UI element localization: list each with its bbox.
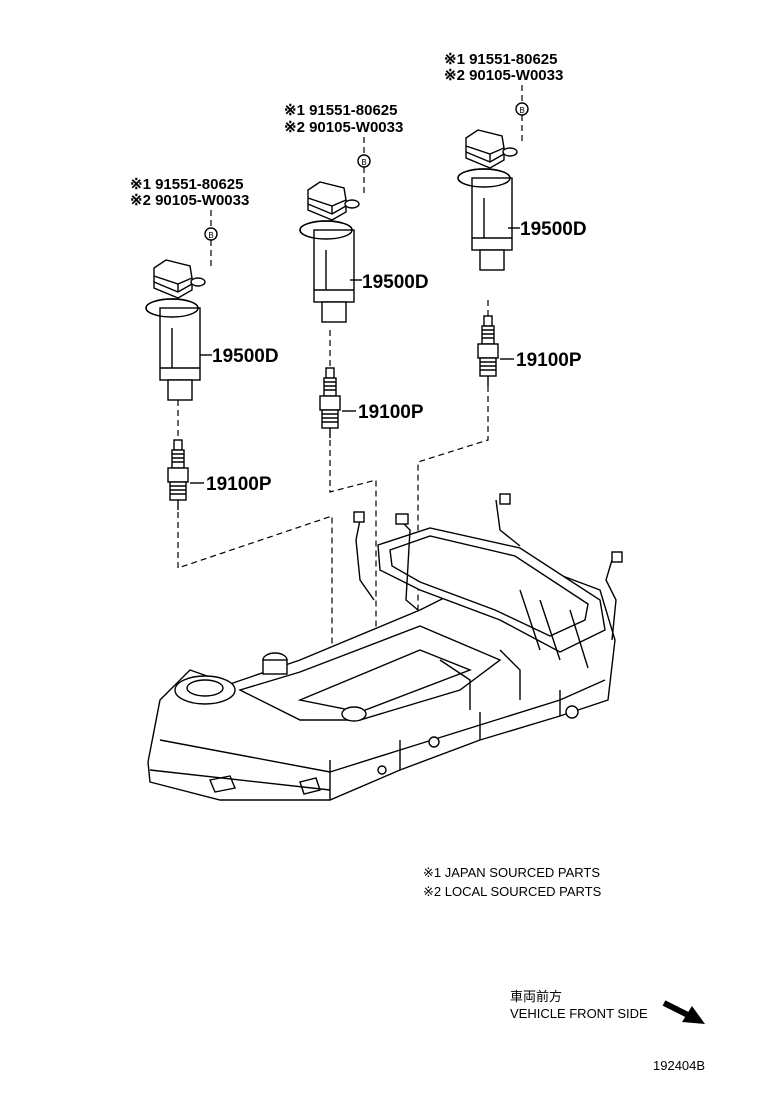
ref-local-3: ※2 90105-W0033 [444, 67, 563, 84]
front-label-en: VEHICLE FRONT SIDE [510, 1006, 648, 1021]
coil-label-2: 19500D [362, 272, 429, 293]
ref-japan-2: ※1 91551-80625 [284, 102, 398, 119]
cylinder-head-cover [147, 493, 623, 801]
spark-plug-1[interactable] [167, 439, 189, 511]
coil-label-3: 19500D [520, 219, 587, 240]
note-local-sourced: ※2 LOCAL SOURCED PARTS [423, 884, 602, 899]
coil-label-1: 19500D [212, 346, 279, 367]
coil-group-1: ※1 91551-80625 ※2 90105-W0033 B 19500D 1… [130, 176, 333, 740]
ignition-coil-1[interactable] [145, 259, 206, 401]
ref-japan-3: ※1 91551-80625 [444, 51, 558, 68]
svg-text:B: B [519, 106, 524, 115]
note-japan-sourced: ※1 JAPAN SOURCED PARTS [423, 865, 600, 880]
ignition-coil-2[interactable] [299, 181, 360, 323]
spark-plug-2[interactable] [319, 367, 341, 439]
ref-local-2: ※2 90105-W0033 [284, 119, 403, 136]
svg-text:B: B [361, 158, 366, 167]
bolt-icon[interactable]: B [357, 154, 371, 168]
diagram-id: 192404B [653, 1058, 705, 1073]
svg-text:B: B [208, 231, 213, 240]
front-label-jp: 車両前方 [510, 989, 562, 1004]
front-arrow-icon [662, 1000, 705, 1024]
spark-plug-3[interactable] [477, 315, 499, 387]
ignition-coil-3[interactable] [457, 129, 518, 271]
coil-group-2: ※1 91551-80625 ※2 90105-W0033 B 19500D 1… [284, 102, 429, 690]
plug-label-2: 19100P [358, 402, 424, 423]
plug-label-3: 19100P [516, 350, 582, 371]
plug-label-1: 19100P [206, 474, 272, 495]
ref-japan-1: ※1 91551-80625 [130, 176, 244, 193]
bolt-icon[interactable]: B [515, 102, 529, 116]
ref-local-1: ※2 90105-W0033 [130, 192, 249, 209]
bolt-icon[interactable]: B [204, 227, 218, 241]
coil-group-3: ※1 91551-80625 ※2 90105-W0033 B 19500D 1… [417, 51, 587, 680]
